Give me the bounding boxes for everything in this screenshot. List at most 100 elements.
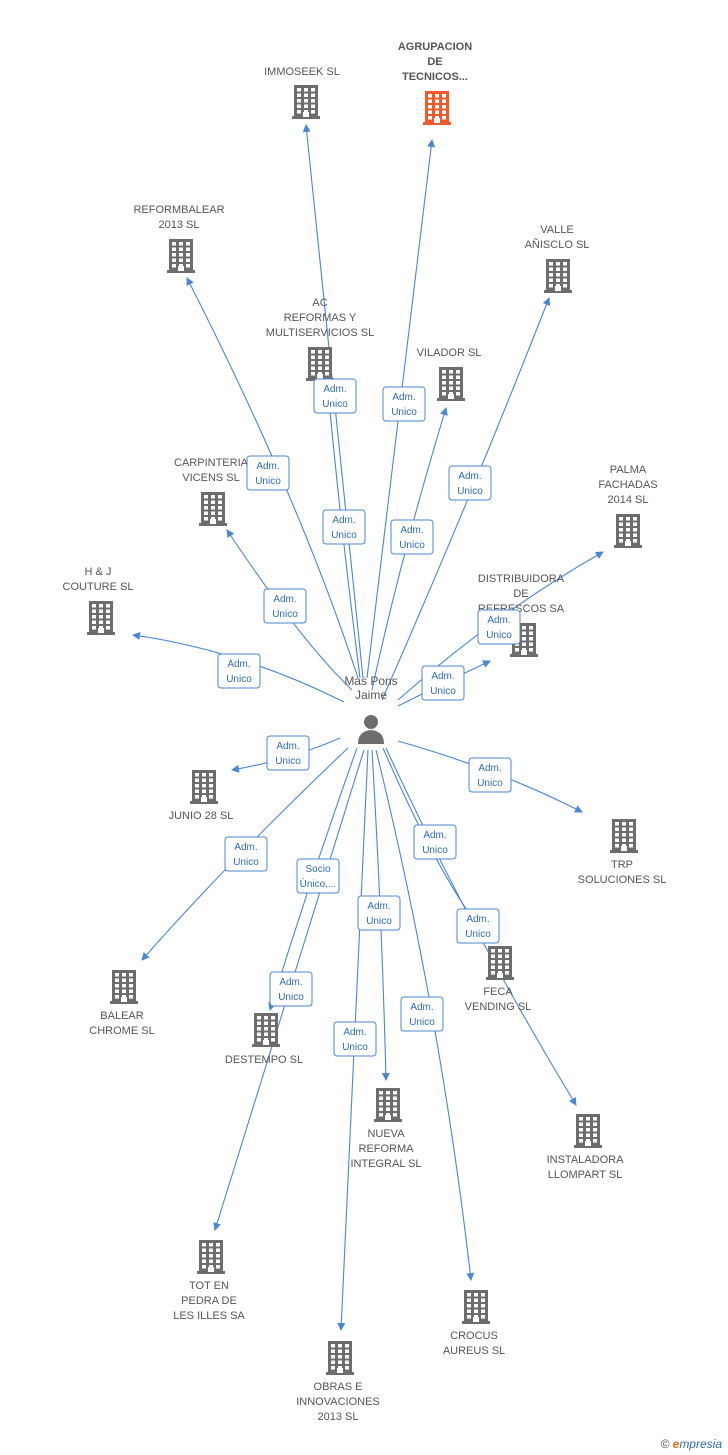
relation-label-13[interactable]: SocioÚnico,... xyxy=(296,858,340,894)
company-label-line: IMMOSEEK SL xyxy=(264,66,340,78)
center-person[interactable]: Mas Pons Jaime xyxy=(344,674,398,744)
relation-label-10[interactable]: Adm. Unico xyxy=(266,735,310,771)
relation-label-text: Adm. xyxy=(400,525,423,536)
building-icon xyxy=(190,770,218,804)
company-node-5[interactable]: VILADOR SL xyxy=(417,347,482,401)
relation-label-11[interactable]: Adm.Unico xyxy=(468,757,512,793)
company-label-line: COUTURE SL xyxy=(63,581,134,593)
company-label-line: VALLE xyxy=(540,224,573,236)
building-icon xyxy=(437,367,465,401)
company-label-line: LLOMPART SL xyxy=(548,1169,623,1181)
copyright-symbol: © xyxy=(660,1437,670,1451)
relation-label-text: Unico xyxy=(275,756,301,767)
relation-label-text: Adm. xyxy=(273,594,296,605)
relation-label-2[interactable]: Adm. Unico xyxy=(246,455,290,491)
relation-label-text: Adm. xyxy=(466,914,489,925)
building-icon xyxy=(610,819,638,853)
company-node-8[interactable]: H & J COUTURE SL xyxy=(63,566,134,635)
relation-label-3[interactable]: Adm.Unico xyxy=(448,465,492,501)
relation-label-text: Unico xyxy=(486,630,512,641)
relation-label-0[interactable]: Adm.Unico xyxy=(313,378,357,414)
relation-label-text: Adm. xyxy=(423,830,446,841)
relation-label-text: Unico xyxy=(226,674,252,685)
company-label-line: VICENS SL xyxy=(182,472,239,484)
building-icon xyxy=(326,1341,354,1375)
company-label-line: H & J xyxy=(85,566,112,578)
company-label-line: DE xyxy=(513,588,528,600)
company-label-line: 2013 SL xyxy=(318,1411,359,1423)
relation-label-text: Unico xyxy=(409,1017,435,1028)
relation-label-19[interactable]: Adm.Unico xyxy=(333,1021,377,1057)
relation-label-text: Unico xyxy=(278,992,304,1003)
company-label-line: AÑISCLO SL xyxy=(525,238,590,251)
relation-label-18[interactable]: Adm.Unico xyxy=(400,996,444,1032)
relation-label-9[interactable]: Adm.Unico xyxy=(421,665,465,701)
relation-label-text: Adm. xyxy=(234,842,257,853)
building-icon xyxy=(199,492,227,526)
company-label-line: VILADOR SL xyxy=(417,347,482,359)
person-icon xyxy=(358,715,384,744)
relation-label-text: Adm. xyxy=(256,461,279,472)
relation-label-4[interactable]: Adm.Unico xyxy=(322,509,366,545)
company-node-10[interactable]: JUNIO 28 SL xyxy=(169,770,234,822)
company-node-13[interactable]: DESTEMPO SL xyxy=(225,1013,303,1066)
relation-label-text: Unico xyxy=(322,399,348,410)
company-label-line: REFORMAS Y xyxy=(284,312,357,324)
company-label-line: AGRUPACION xyxy=(398,41,472,53)
company-label-line: INTEGRAL SL xyxy=(350,1158,421,1170)
building-icon xyxy=(462,1290,490,1324)
edge-line-6 xyxy=(226,529,353,691)
relation-label-text: Unico xyxy=(477,778,503,789)
relation-label-text: Unico xyxy=(272,609,298,620)
relation-label-14[interactable]: Adm.Unico xyxy=(413,824,457,860)
relation-label-text: Unico xyxy=(430,686,456,697)
relation-label-7[interactable]: Adm.Unico xyxy=(477,609,521,645)
company-label-line: FACHADAS xyxy=(598,479,657,491)
company-label-line: JUNIO 28 SL xyxy=(169,810,234,822)
relation-label-text: Adm. xyxy=(332,515,355,526)
relation-label-text: Adm. xyxy=(279,977,302,988)
relation-label-17[interactable]: Adm. Unico xyxy=(269,971,313,1007)
relation-label-text: Único,... xyxy=(300,877,337,890)
center-name-line2: Jaime xyxy=(355,688,387,702)
relation-label-16[interactable]: Adm. Unico xyxy=(456,908,500,944)
company-label-line: LES ILLES SA xyxy=(173,1310,245,1322)
building-icon xyxy=(292,85,320,119)
company-node-0[interactable]: IMMOSEEK SL xyxy=(264,66,340,119)
relation-label-5[interactable]: Adm. Unico xyxy=(390,519,434,555)
relation-label-6[interactable]: Adm. Unico xyxy=(263,588,307,624)
relation-label-text: Unico xyxy=(255,476,281,487)
relation-label-8[interactable]: Adm.Unico xyxy=(217,653,261,689)
company-label-line: MULTISERVICIOS SL xyxy=(266,327,374,339)
relation-label-text: Unico xyxy=(342,1042,368,1053)
building-icon xyxy=(252,1013,280,1047)
relation-label-1[interactable]: Adm.Unico xyxy=(382,386,426,422)
company-label-line: TRP xyxy=(611,859,633,871)
relation-label-12[interactable]: Adm.Unico xyxy=(224,836,268,872)
company-label-line: DESTEMPO SL xyxy=(225,1054,303,1066)
relation-label-text: Unico xyxy=(391,407,417,418)
company-node-1[interactable]: AGRUPACIONDETECNICOS... xyxy=(398,41,472,125)
relation-label-15[interactable]: Adm.Unico xyxy=(357,895,401,931)
relation-label-text: Unico xyxy=(399,540,425,551)
building-icon xyxy=(544,259,572,293)
relation-label-text: Unico xyxy=(465,929,491,940)
relation-label-text: Adm. xyxy=(276,741,299,752)
company-label-line: DISTRIBUIDORA xyxy=(478,573,565,585)
company-node-3[interactable]: VALLE AÑISCLO SL xyxy=(525,224,590,293)
